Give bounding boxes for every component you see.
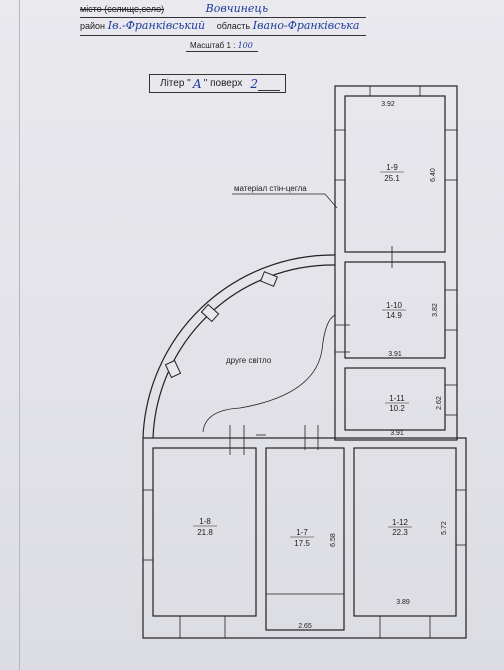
region-value: Івано-Франківська bbox=[252, 19, 360, 32]
scale-value: 100 bbox=[237, 41, 253, 50]
liter-letter: А bbox=[192, 76, 202, 91]
second-light-annotation: друге світло bbox=[226, 356, 272, 365]
liter-box: Літер " А " поверх 2 bbox=[149, 74, 286, 93]
arc-window-2 bbox=[200, 303, 220, 323]
room-1-7-area: 17.5 bbox=[294, 539, 310, 548]
room-1-9-wall bbox=[344, 95, 446, 253]
dim-room7-length: 6.58 bbox=[330, 533, 337, 547]
room-1-7-id: 1-7 bbox=[296, 528, 308, 537]
room-1-11-wall bbox=[344, 367, 446, 431]
dimensions: 3.92 6.40 3.82 3.91 2.62 3.91 5.72 3.89 … bbox=[298, 101, 448, 630]
margin-line bbox=[19, 0, 20, 670]
room-1-12-wall bbox=[353, 447, 457, 617]
arc-window-1 bbox=[259, 271, 279, 287]
district-value: Ів.-Франківський bbox=[107, 19, 206, 32]
dim-room10-length: 3.82 bbox=[432, 303, 439, 317]
dim-room9-width: 3.92 bbox=[381, 101, 395, 108]
dim-room7-width: 2.65 bbox=[298, 623, 312, 630]
liter-floor: 2 bbox=[250, 76, 258, 91]
dim-room9-length: 6.40 bbox=[430, 168, 437, 182]
header-line-1 bbox=[80, 17, 366, 18]
region-label: область bbox=[216, 21, 251, 31]
room-1-8-id: 1-8 bbox=[199, 517, 211, 526]
liter-prefix: Літер " bbox=[160, 78, 191, 89]
room-1-12-id: 1-12 bbox=[392, 518, 409, 527]
scale-label: Масштаб 1 : bbox=[190, 41, 236, 50]
liter-middle: " поверх bbox=[203, 78, 243, 89]
dim-room11-length: 2.62 bbox=[436, 396, 443, 410]
scale-underline bbox=[186, 51, 258, 52]
floor-underline bbox=[258, 90, 280, 91]
dim-room12-width: 3.89 bbox=[396, 599, 410, 606]
arc-window-3 bbox=[164, 359, 182, 379]
inner-arc-wall bbox=[152, 264, 336, 439]
dim-room11-width: 3.91 bbox=[390, 430, 404, 437]
city-label: місто (селище,село) bbox=[80, 4, 165, 14]
dim-room10-width: 3.91 bbox=[388, 351, 402, 358]
lower-outer-wall bbox=[142, 437, 467, 639]
material-annotation: матеріал стін-цегла bbox=[234, 184, 307, 193]
room-1-10-area: 14.9 bbox=[386, 311, 402, 320]
second-light-outline bbox=[202, 314, 336, 433]
room-1-10-wall bbox=[344, 261, 446, 359]
material-leader bbox=[232, 193, 338, 209]
room-1-9-id: 1-9 bbox=[386, 163, 398, 172]
header-district-row: район Ів.-Франківський область Івано-Фра… bbox=[80, 19, 359, 37]
city-value: Вовчинець bbox=[205, 2, 269, 15]
header-city-row: місто (селище,село) Вовчинець bbox=[80, 2, 268, 20]
arc-windows bbox=[164, 271, 279, 379]
dim-room12-length: 5.72 bbox=[441, 521, 448, 535]
room-1-9-area: 25.1 bbox=[384, 174, 400, 183]
room-1-11-id: 1-11 bbox=[389, 394, 405, 403]
outer-arc-wall bbox=[142, 254, 336, 439]
room-1-12-area: 22.3 bbox=[392, 528, 408, 537]
tower-outer-wall bbox=[334, 85, 458, 441]
scale: Масштаб 1 : 100 bbox=[190, 41, 253, 50]
room-1-10-id: 1-10 bbox=[386, 301, 403, 310]
wall-windows bbox=[143, 86, 466, 638]
room-1-11-area: 10.2 bbox=[389, 404, 405, 413]
room-1-8-area: 21.8 bbox=[197, 528, 213, 537]
header-line-2 bbox=[80, 35, 366, 36]
room-1-8-wall bbox=[152, 447, 257, 617]
district-label: район bbox=[80, 21, 106, 31]
room-labels: 1-9 25.1 1-10 14.9 1-11 10.2 1-8 21.8 1-… bbox=[193, 163, 412, 548]
